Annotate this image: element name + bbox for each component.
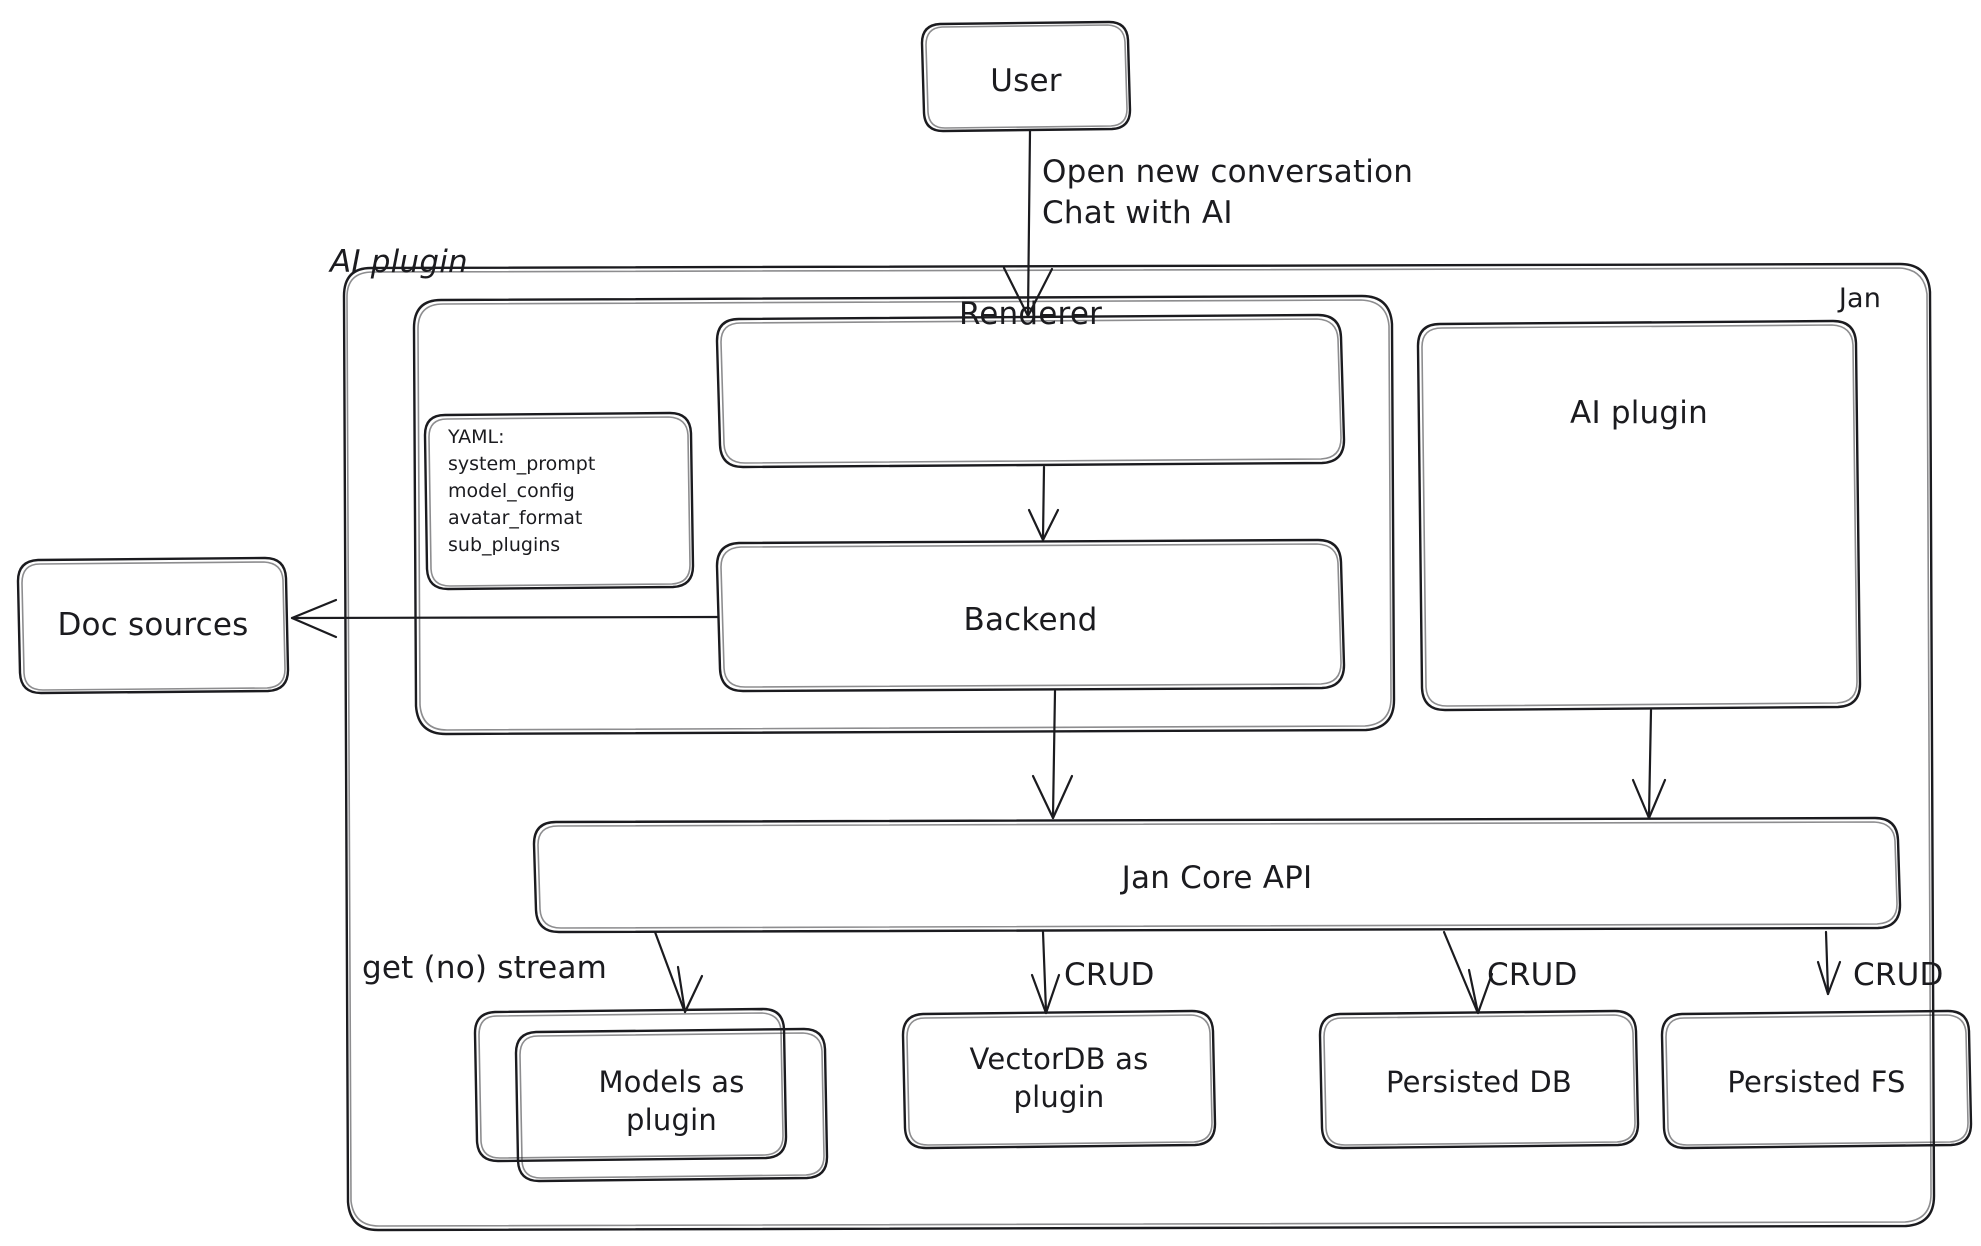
ai-plugin-right-node[interactable] xyxy=(1418,321,1860,710)
edge-label-crud-vectordb: CRUD xyxy=(1064,957,1155,993)
persisted-fs-node-label: Persisted FS xyxy=(1727,1065,1906,1099)
arrow-core-api-to-persisted-fs xyxy=(1816,930,1842,996)
user-node[interactable] xyxy=(922,22,1130,132)
vectordb-as-plugin-node-label: VectorDB as plugin xyxy=(969,1042,1149,1115)
persisted-db-node-label: Persisted DB xyxy=(1386,1065,1572,1099)
jan-core-api-node-label: Jan Core API xyxy=(1121,860,1313,896)
persisted-db-node[interactable] xyxy=(1320,1011,1638,1148)
arrow-renderer-to-backend xyxy=(1027,465,1060,542)
edge-label-user-flow: Open new conversation Chat with AI xyxy=(1042,154,1414,231)
arrow-core-api-to-vectordb xyxy=(1030,930,1061,1015)
doc-sources-node[interactable] xyxy=(18,558,288,693)
ai-plugin-group-label: AI plugin xyxy=(330,244,468,280)
arrow-backend-to-core-api xyxy=(1031,689,1074,820)
vectordb-as-plugin-node[interactable] xyxy=(903,1011,1215,1148)
yaml-card[interactable] xyxy=(425,413,693,589)
ai-plugin-right-node-label: AI plugin xyxy=(1570,395,1708,431)
renderer-node[interactable] xyxy=(717,315,1344,467)
doc-sources-node-label: Doc sources xyxy=(57,607,249,643)
persisted-fs-node[interactable] xyxy=(1662,1011,1971,1148)
arrow-core-api-to-persisted-db xyxy=(1442,930,1494,1015)
jan-core-api-node[interactable] xyxy=(534,818,1900,932)
arrow-backend-to-doc-sources xyxy=(290,598,720,639)
models-as-plugin-node-label: Models as plugin xyxy=(598,1065,745,1138)
models-as-plugin-node[interactable] xyxy=(516,1029,827,1181)
arrow-ai-plugin-to-core-api xyxy=(1631,708,1667,820)
user-node-label: User xyxy=(990,63,1062,99)
backend-node[interactable] xyxy=(717,540,1344,691)
edge-label-crud-persisted-fs: CRUD xyxy=(1853,957,1944,993)
jan-container-label: Jan xyxy=(1838,283,1882,314)
yaml-card-text: YAML: system_prompt model_config avatar_… xyxy=(448,426,596,556)
edge-label-get-no-stream: get (no) stream xyxy=(362,950,608,986)
edge-label-crud-persisted-db: CRUD xyxy=(1487,957,1578,993)
backend-node-label: Backend xyxy=(963,602,1098,638)
renderer-node-label: Renderer xyxy=(958,296,1103,332)
